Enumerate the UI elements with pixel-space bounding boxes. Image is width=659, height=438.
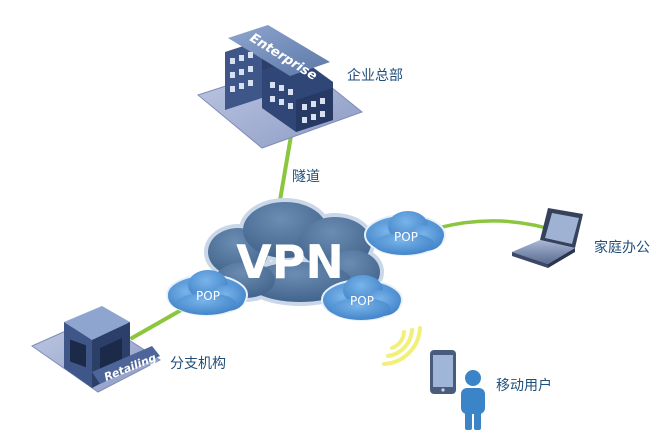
pop-cloud-lower-puffs xyxy=(324,275,400,320)
label-home-office: 家庭办公 xyxy=(594,239,650,256)
label-mobile-user: 移动用户 xyxy=(496,377,552,394)
pop-label-lower: POP xyxy=(350,294,374,308)
pop-label-left: POP xyxy=(196,289,220,303)
label-tunnel: 隧道 xyxy=(292,169,320,185)
label-branch: 分支机构 xyxy=(170,356,226,372)
pop-cloud-left-puffs xyxy=(168,270,245,315)
label-headquarters: 企业总部 xyxy=(347,67,403,84)
link-pop-home xyxy=(436,219,562,234)
user-person-icon xyxy=(461,370,485,430)
pop-cloud-upper-puffs xyxy=(368,211,443,255)
branch-store-icon: Retailing xyxy=(30,306,161,393)
headquarters-building-icon: Enterprise xyxy=(196,25,364,149)
pop-label-upper: POP xyxy=(394,230,418,244)
mobile-phone-icon xyxy=(430,350,456,394)
wireless-signal-icon xyxy=(382,326,422,366)
vpn-label: VPN xyxy=(236,235,344,289)
laptop-icon xyxy=(512,208,583,268)
